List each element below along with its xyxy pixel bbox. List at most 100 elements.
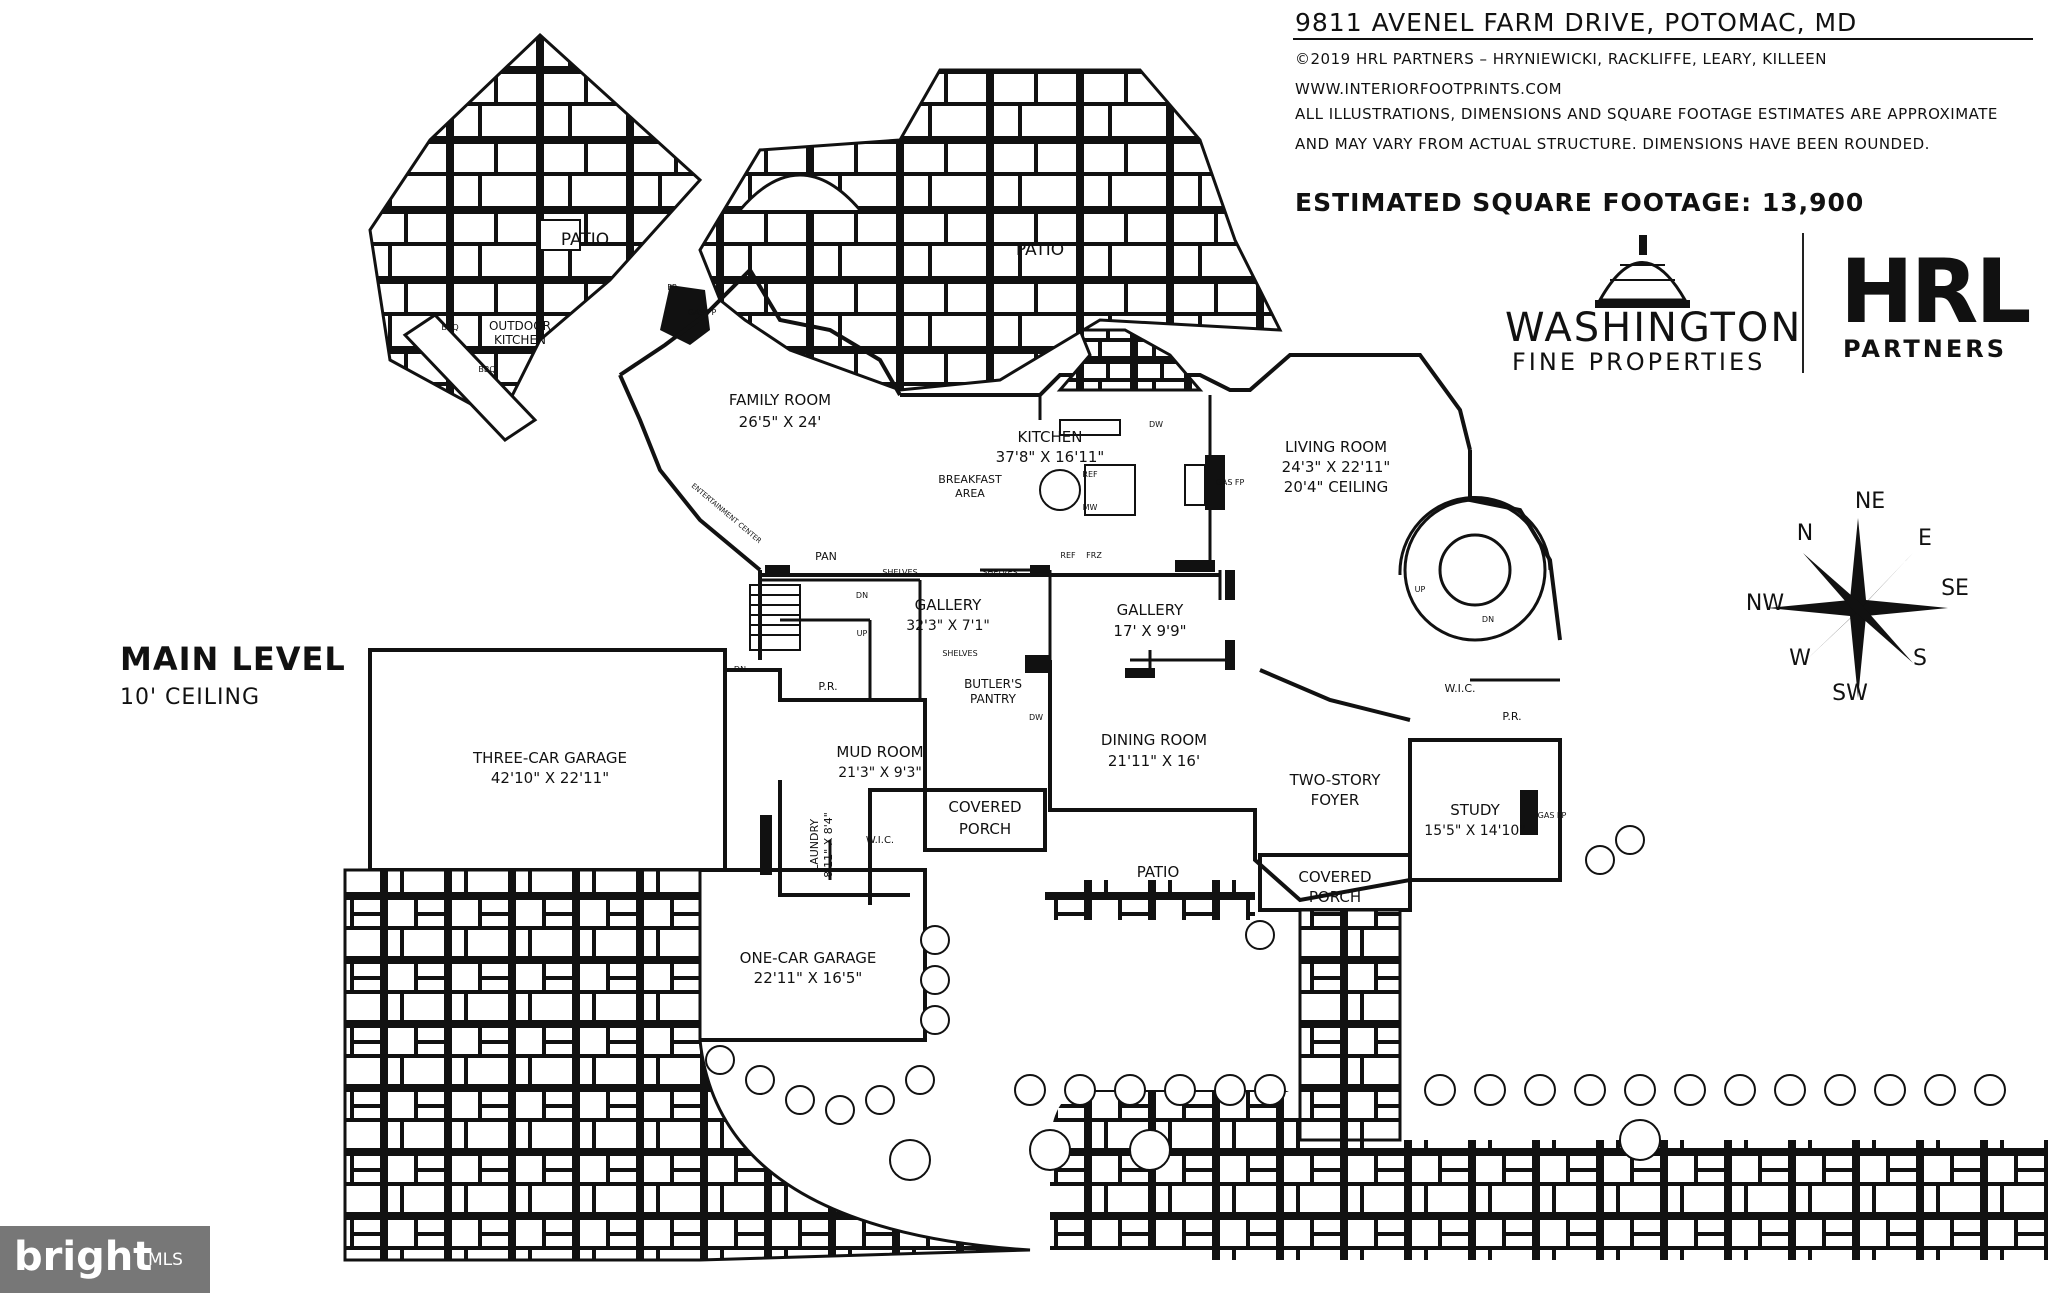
three-car-garage-dim: 42'10" X 22'11" xyxy=(491,769,609,787)
compass-sw: SW xyxy=(1832,681,1868,706)
shrubs xyxy=(705,825,2006,1181)
hrl-logo-name: HRL xyxy=(1840,240,2031,343)
bright-mls-badge: bright MLS xyxy=(0,1226,210,1293)
family-room-dim: 26'5" X 24' xyxy=(739,413,822,431)
disclaimer-line-1: ALL ILLUSTRATIONS, DIMENSIONS AND SQUARE… xyxy=(1295,105,1998,123)
covered-porch-2-label-2: PORCH xyxy=(1309,888,1361,906)
powder-room-2-label: P.R. xyxy=(1502,710,1521,723)
laundry-dim: 8'11" X 8'4" xyxy=(822,812,835,878)
disclaimer-line-2: AND MAY VARY FROM ACTUAL STRUCTURE. DIME… xyxy=(1295,135,1930,153)
patio-right-label: PATIO xyxy=(1016,240,1064,260)
header-rule xyxy=(1293,38,2033,40)
dining-room-label: DINING ROOM xyxy=(1101,731,1207,749)
one-car-garage-dim: 22'11" X 16'5" xyxy=(754,969,863,987)
patio-right-area xyxy=(698,68,1283,392)
gallery-2-dim: 17' X 9'9" xyxy=(1113,622,1186,640)
mud-room-dim: 21'3" X 9'3" xyxy=(838,765,922,781)
frz-label: FRZ xyxy=(1086,551,1102,560)
hrl-logo-sub: PARTNERS xyxy=(1843,335,2007,363)
dn-3-label: DN xyxy=(1482,615,1494,624)
up-2-label: UP xyxy=(1415,585,1426,594)
breakfast-label-1: BREAKFAST xyxy=(938,473,1002,486)
breakfast-label-2: AREA xyxy=(955,487,985,500)
study-label: STUDY xyxy=(1450,801,1500,819)
gas-fp-1-label: GAS FP xyxy=(1216,478,1245,487)
two-story-foyer-label-2: FOYER xyxy=(1311,791,1360,809)
wfp-logo-sub: FINE PROPERTIES xyxy=(1512,348,1766,376)
bright-mls-name: bright xyxy=(14,1234,153,1280)
living-room-dim: 24'3" X 22'11" xyxy=(1282,458,1391,476)
square-footage: ESTIMATED SQUARE FOOTAGE: 13,900 xyxy=(1295,188,1865,217)
level-title: MAIN LEVEL xyxy=(120,640,346,678)
gallery-1-label: GALLERY xyxy=(915,596,983,614)
patio-fireplace xyxy=(660,285,710,345)
main-staircase xyxy=(749,584,801,651)
gas-fp-3-label: GAS FP xyxy=(688,308,717,317)
living-room-label: LIVING ROOM xyxy=(1285,438,1387,456)
compass-n: N xyxy=(1797,521,1813,546)
butlers-pantry-label-2: PANTRY xyxy=(970,692,1017,706)
ref-1-label: REF xyxy=(1060,551,1076,560)
three-car-garage-label: THREE-CAR GARAGE xyxy=(472,749,627,767)
outdoor-kitchen-label-1: OUTDOOR xyxy=(489,319,551,333)
fp-label: FP xyxy=(667,283,677,292)
spiral-staircase xyxy=(1398,495,1552,642)
property-address: 9811 AVENEL FARM DRIVE, POTOMAC, MD xyxy=(1295,8,1858,37)
dw-1-label: DW xyxy=(1149,420,1163,429)
compass-ne: NE xyxy=(1855,489,1885,514)
wic-2-label: W.I.C. xyxy=(1444,682,1475,695)
family-room-label: FAMILY ROOM xyxy=(729,391,831,409)
two-story-foyer-label-1: TWO-STORY xyxy=(1289,771,1382,789)
study-dim: 15'5" X 14'10" xyxy=(1424,823,1525,839)
powder-room-1-label: P.R. xyxy=(818,680,837,693)
compass-e: E xyxy=(1918,526,1932,551)
website-line: WWW.INTERIORFOOTPRINTS.COM xyxy=(1295,80,1563,98)
covered-porch-1-label-2: PORCH xyxy=(959,820,1011,838)
kitchen-bay xyxy=(1056,328,1204,392)
compass-rose xyxy=(1768,518,1948,698)
one-car-garage-label: ONE-CAR GARAGE xyxy=(740,949,877,967)
pantry-label: PAN xyxy=(815,550,837,563)
kitchen-island xyxy=(1039,419,1206,516)
capitol-dome-icon xyxy=(1595,235,1690,308)
compass-se: SE xyxy=(1941,576,1969,601)
entertainment-center-label: ENTERTAINMENT CENTER xyxy=(690,482,763,545)
dw-2-label: DW xyxy=(1029,713,1043,722)
shelves-3-label: SHELVES xyxy=(942,649,977,658)
covered-porch-2-label: COVERED xyxy=(1298,868,1371,886)
front-driveway xyxy=(343,868,2048,1262)
bbq-1-label: BBQ xyxy=(441,323,458,332)
compass-w: W xyxy=(1789,646,1811,671)
kitchen-dim: 37'8" X 16'11" xyxy=(996,448,1105,466)
laundry-label: LAUNDRY xyxy=(808,819,821,872)
patio-front-label: PATIO xyxy=(1137,863,1180,881)
wic-1-label: W.I.C. xyxy=(866,835,894,846)
gallery-2-label: GALLERY xyxy=(1117,601,1185,619)
compass-s: S xyxy=(1913,646,1927,671)
bbq-2-label: BBQ xyxy=(478,365,495,374)
patio-left-area xyxy=(368,32,703,423)
level-ceiling: 10' CEILING xyxy=(120,685,261,710)
up-1-label: UP xyxy=(857,629,868,638)
compass-nw: NW xyxy=(1746,591,1784,616)
ref-2-label: REF xyxy=(1082,470,1098,479)
patio-left-label: PATIO xyxy=(561,230,609,250)
shelves-1-label: SHELVES xyxy=(882,568,917,577)
gallery-1-dim: 32'3" X 7'1" xyxy=(906,618,990,634)
dining-room-dim: 21'11" X 16' xyxy=(1108,752,1200,770)
living-room-ceiling: 20'4" CEILING xyxy=(1284,478,1388,496)
wall-columns xyxy=(760,455,1538,875)
wfp-logo-name: WASHINGTON xyxy=(1505,305,1803,351)
gas-fp-2-label: GAS FP xyxy=(1538,811,1567,820)
dn-2-label: DN xyxy=(734,665,746,674)
dn-1-label: DN xyxy=(856,591,868,600)
mud-room-label: MUD ROOM xyxy=(836,743,923,761)
shelves-2-label: SHELVES xyxy=(982,568,1017,577)
covered-porch-1-label: COVERED xyxy=(948,798,1021,816)
kitchen-label: KITCHEN xyxy=(1018,428,1083,446)
outdoor-kitchen-label-2: KITCHEN xyxy=(494,333,546,347)
outdoor-kitchen-counter xyxy=(402,313,538,442)
bright-mls-sub: MLS xyxy=(148,1250,183,1270)
mw-label: MW xyxy=(1083,503,1098,512)
